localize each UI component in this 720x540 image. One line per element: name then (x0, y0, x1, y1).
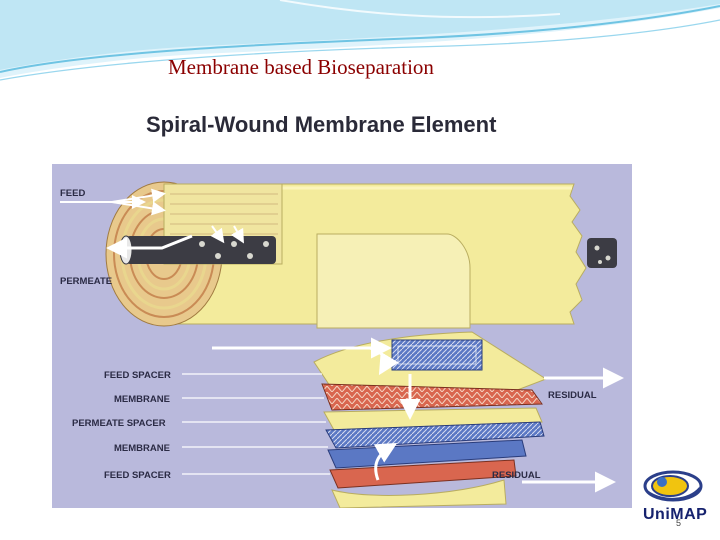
figure-panel: Spiral-Wound Membrane Element (46, 106, 636, 510)
membrane-bottom-label: MEMBRANE (114, 443, 170, 454)
figure-heading: Spiral-Wound Membrane Element (146, 112, 497, 137)
permeate-tube-right (587, 238, 617, 268)
feed-spacer-bottom-label: FEED SPACER (104, 470, 171, 481)
header-swoosh-decoration (0, 0, 720, 81)
permeate-label: PERMEATE (60, 276, 112, 287)
feed-arrows (60, 188, 166, 216)
page-number: 5 (676, 518, 682, 528)
unrolled-membrane-flap (316, 233, 471, 329)
permeate-spacer-label: PERMEATE SPACER (72, 418, 166, 429)
membrane-top-label: MEMBRANE (114, 394, 170, 405)
layer-leader-lines (182, 373, 330, 475)
feed-label: FEED (60, 188, 85, 199)
residual-top-label: RESIDUAL (548, 390, 597, 401)
feed-spacer-top-label: FEED SPACER (104, 370, 171, 381)
spiral-wound-diagram: FEED PERMEATE FEED SPACER MEMBRANE PERME… (52, 164, 632, 508)
residual-bottom-label: RESIDUAL (492, 470, 541, 481)
unimap-logo-icon (643, 470, 703, 502)
unimap-logo-text: UniMAP (643, 506, 708, 523)
flow-arrows (106, 234, 624, 493)
slide-title: Membrane based Bioseparation (168, 55, 434, 79)
permeate-tube-left (126, 236, 276, 264)
